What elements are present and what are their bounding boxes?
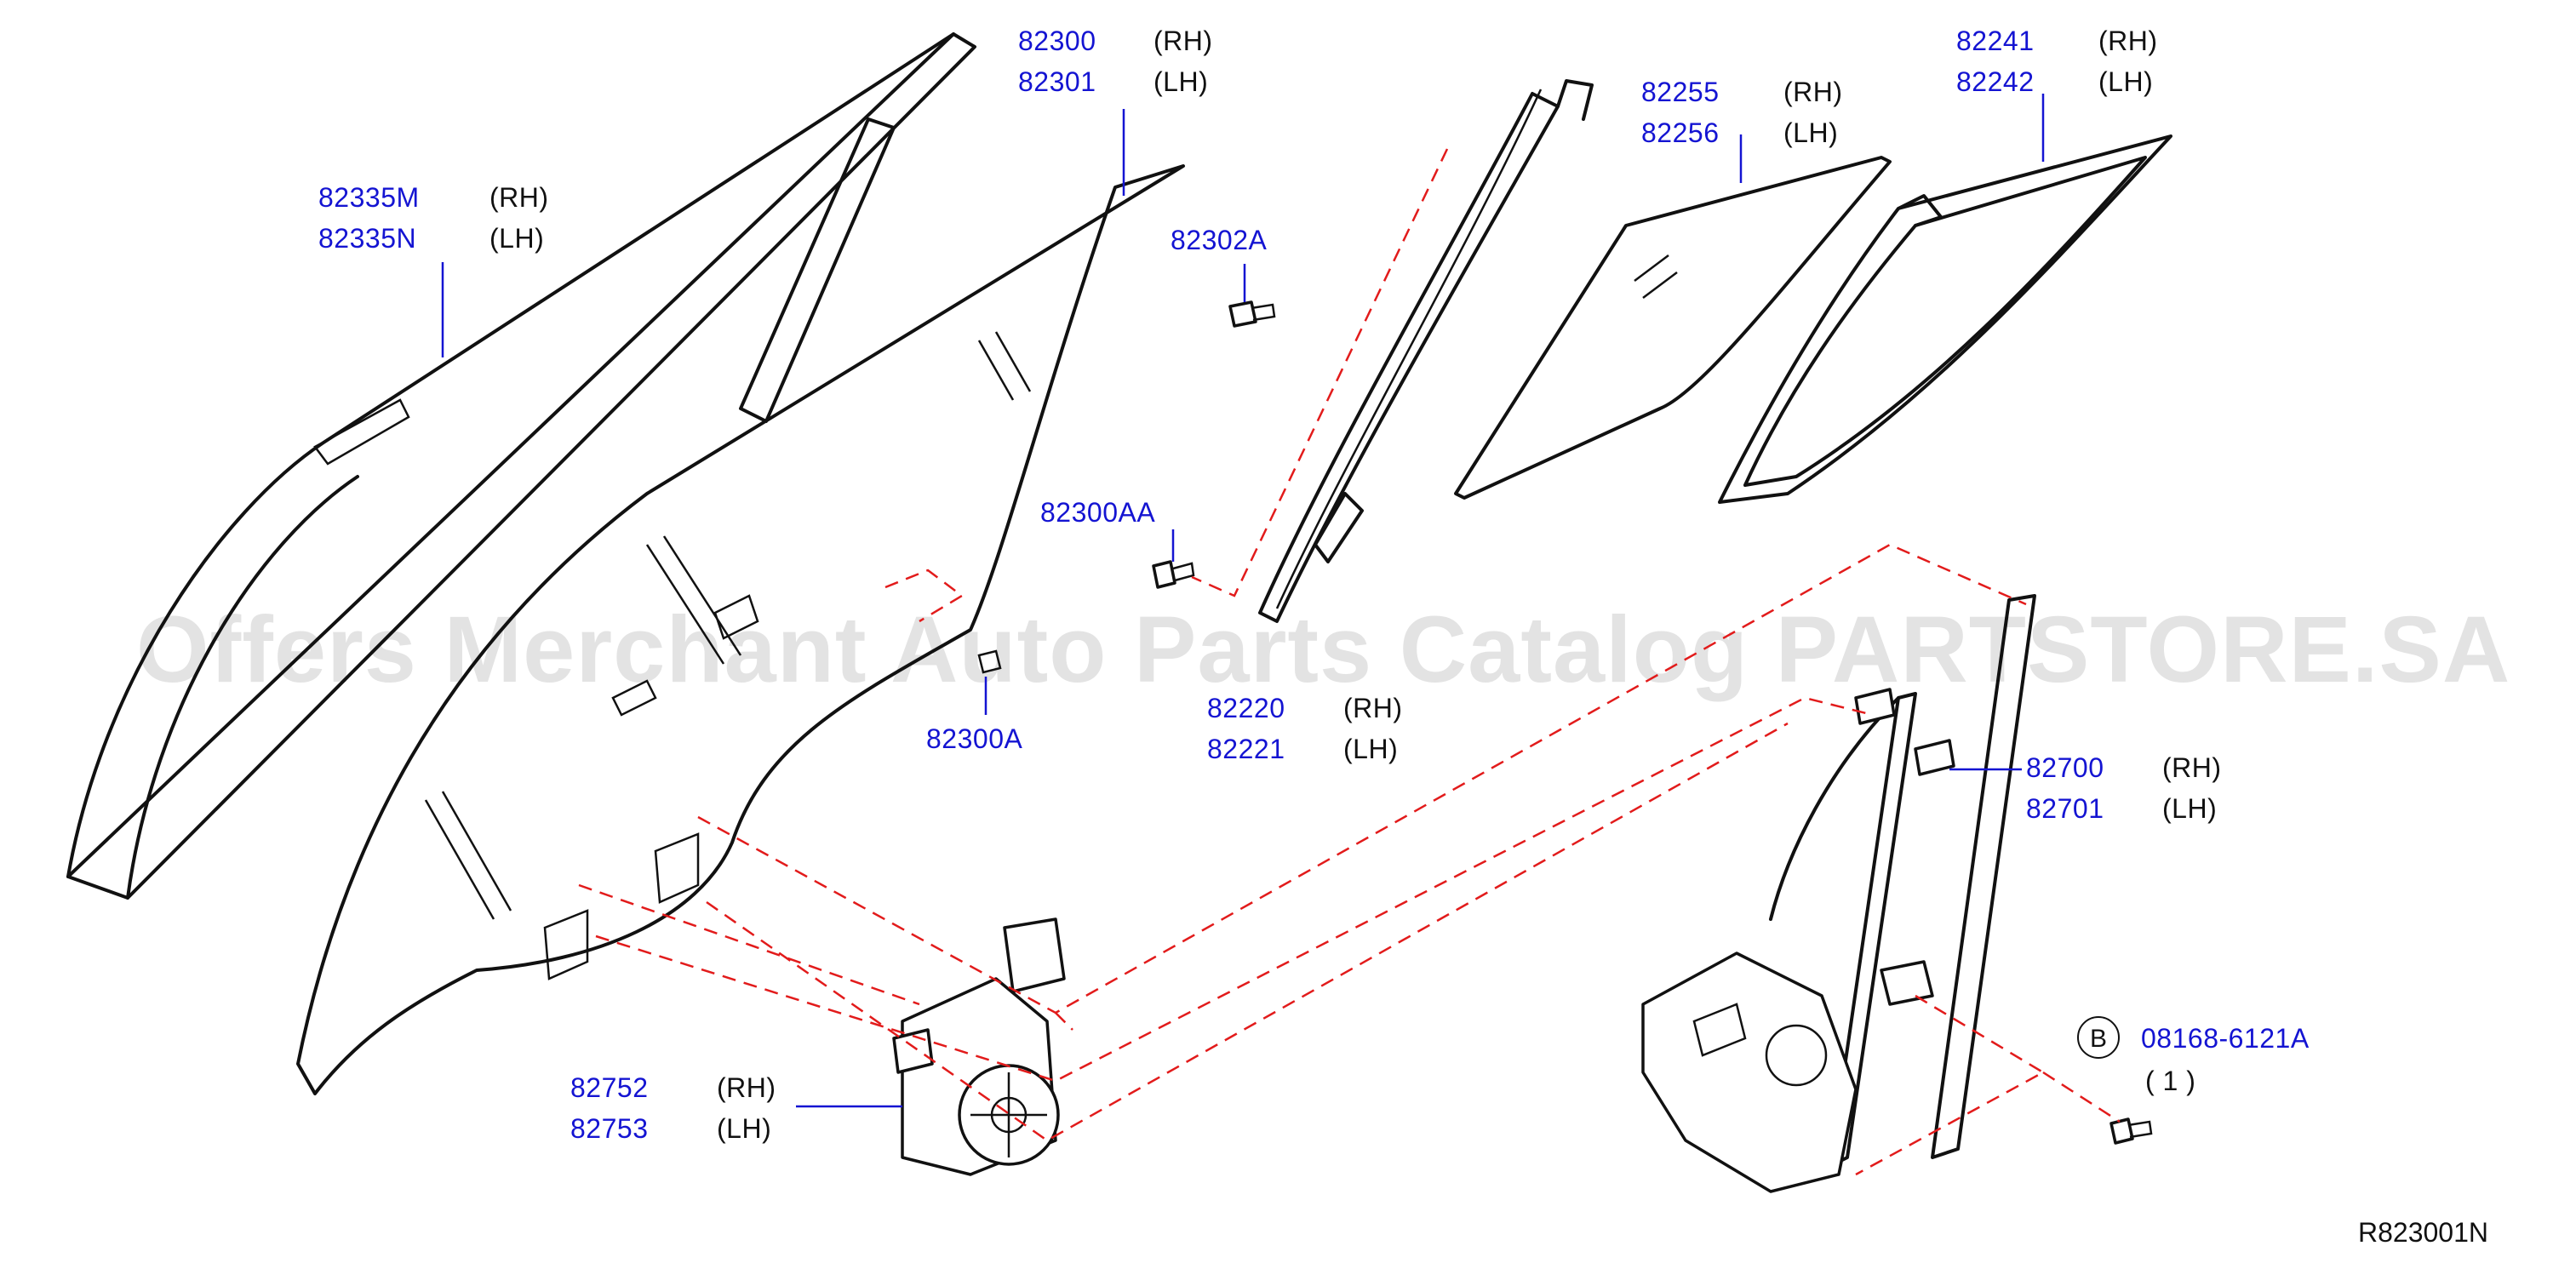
door-sash-moulding bbox=[66, 32, 976, 900]
screw-82302a bbox=[1228, 300, 1276, 328]
lh-label: (LH) bbox=[489, 223, 545, 254]
part-number-82300aa[interactable]: 82300AA bbox=[1040, 497, 1156, 528]
bolt-82300aa bbox=[1152, 560, 1195, 589]
lh-label: (LH) bbox=[2098, 66, 2154, 97]
partition-glass bbox=[1454, 156, 1892, 500]
lh-label: (LH) bbox=[2162, 793, 2218, 824]
window-regulator bbox=[1641, 594, 2036, 1193]
door-glass bbox=[296, 164, 1185, 1095]
part-number-82220[interactable]: 82220 bbox=[1207, 693, 1285, 723]
part-number-82752[interactable]: 82752 bbox=[570, 1072, 649, 1103]
rh-label: (RH) bbox=[489, 182, 549, 213]
rh-label: (RH) bbox=[2098, 26, 2158, 56]
lh-label: (LH) bbox=[1343, 734, 1399, 764]
part-number-82256[interactable]: 82256 bbox=[1641, 117, 1720, 148]
rh-label: (RH) bbox=[717, 1072, 776, 1103]
diagram-reference-code: R823001N bbox=[2358, 1217, 2488, 1248]
rh-label: (RH) bbox=[2162, 752, 2222, 783]
leader-lines bbox=[441, 94, 2045, 1108]
part-number-82301[interactable]: 82301 bbox=[1018, 66, 1096, 97]
rh-label: (RH) bbox=[1153, 26, 1213, 56]
part-number-82753[interactable]: 82753 bbox=[570, 1113, 649, 1144]
rh-label: (RH) bbox=[1343, 693, 1403, 723]
partition-seal bbox=[1718, 134, 2172, 504]
part-number-82221[interactable]: 82221 bbox=[1207, 734, 1285, 764]
part-number-82255[interactable]: 82255 bbox=[1641, 77, 1720, 107]
bolt-08168-6121a bbox=[2109, 1117, 2153, 1145]
quantity-label: ( 1 ) bbox=[2145, 1066, 2196, 1096]
part-number-82241[interactable]: 82241 bbox=[1956, 26, 2035, 56]
part-number-82302a[interactable]: 82302A bbox=[1171, 225, 1268, 255]
part-number-82335n[interactable]: 82335N bbox=[318, 223, 417, 254]
part-number-82700[interactable]: 82700 bbox=[2026, 752, 2104, 783]
watermark: Offers Merchant Auto Parts Catalog PARTS… bbox=[136, 597, 2511, 702]
part-number-82701[interactable]: 82701 bbox=[2026, 793, 2104, 824]
part-number-08168-6121a[interactable]: 08168-6121A bbox=[2141, 1023, 2310, 1054]
lh-label: (LH) bbox=[1153, 66, 1209, 97]
part-number-82335m[interactable]: 82335M bbox=[318, 182, 420, 213]
glass-run-channel bbox=[1258, 79, 1594, 623]
clip-82300a bbox=[977, 649, 1002, 674]
window-motor bbox=[892, 917, 1066, 1176]
lh-label: (LH) bbox=[717, 1113, 772, 1144]
part-number-82300[interactable]: 82300 bbox=[1018, 26, 1096, 56]
lh-label: (LH) bbox=[1783, 117, 1839, 148]
rh-label: (RH) bbox=[1783, 77, 1843, 107]
part-number-82242[interactable]: 82242 bbox=[1956, 66, 2035, 97]
reference-badge-b: B bbox=[2077, 1016, 2120, 1059]
assembly-dashed-lines bbox=[578, 148, 2121, 1176]
part-number-82300a[interactable]: 82300A bbox=[926, 723, 1023, 754]
